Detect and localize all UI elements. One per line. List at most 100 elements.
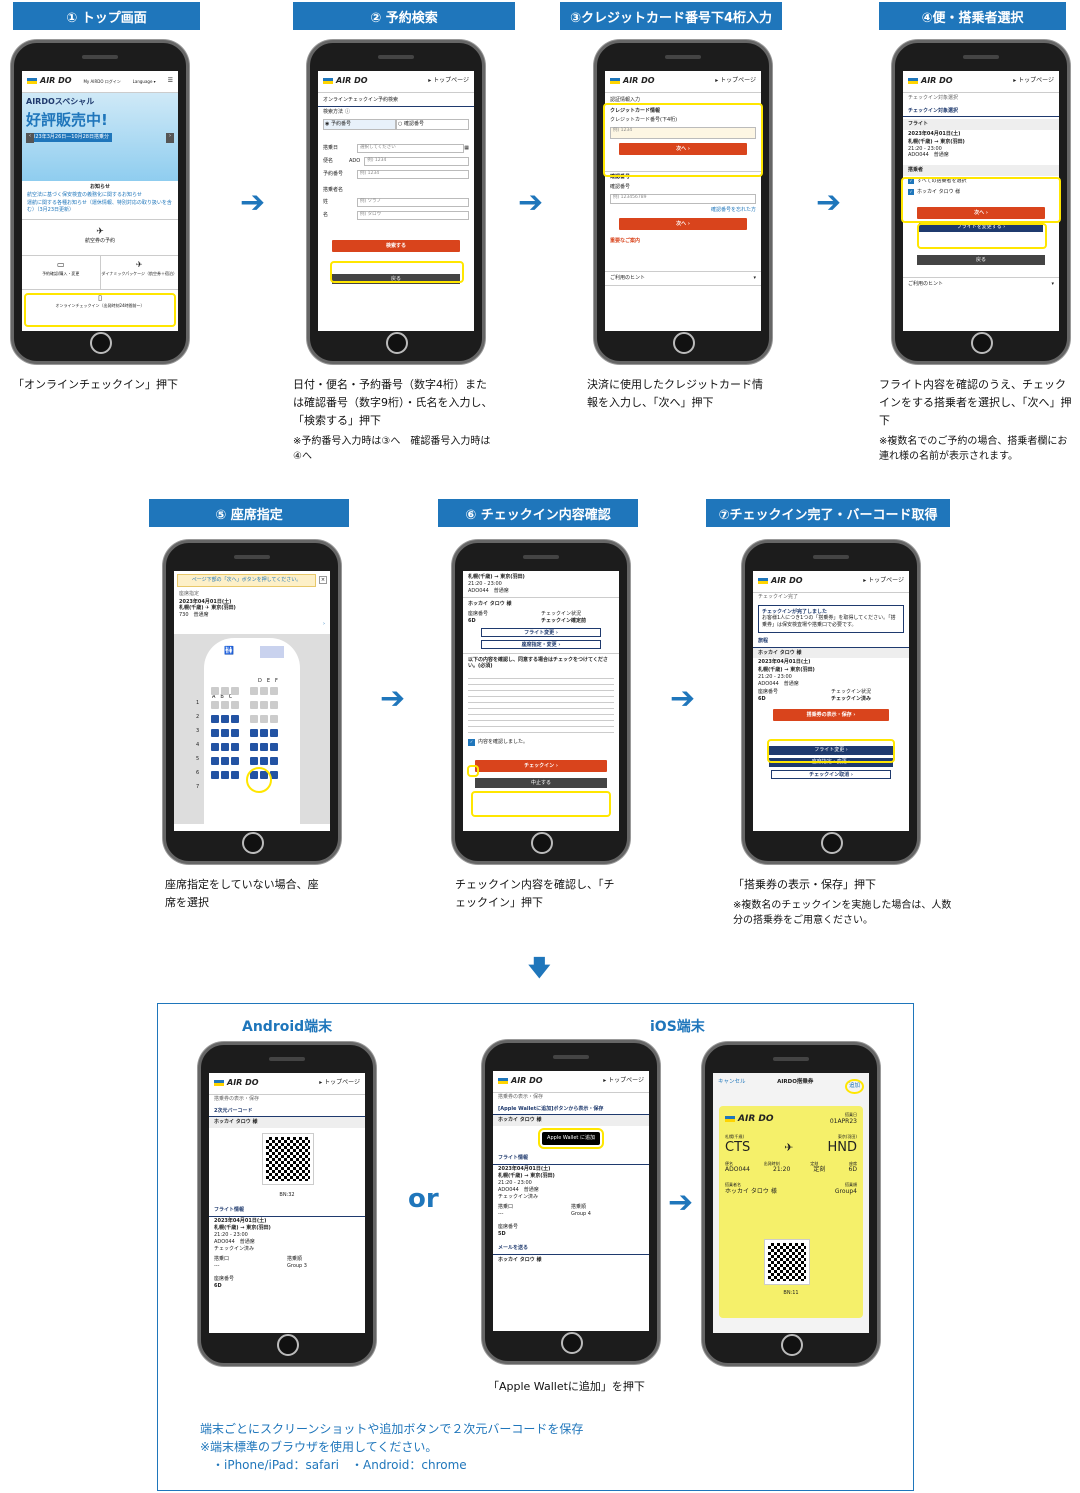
seat[interactable] bbox=[231, 728, 239, 737]
carousel-next-icon[interactable]: › bbox=[166, 132, 174, 143]
seat[interactable] bbox=[260, 728, 268, 737]
seat[interactable] bbox=[250, 756, 258, 765]
airdo-logo: AIR DO bbox=[214, 1078, 259, 1089]
seat[interactable] bbox=[211, 742, 219, 751]
cancel-button[interactable]: 中止する bbox=[475, 778, 607, 788]
plane-hotel-icon: ✈ bbox=[135, 259, 143, 269]
seat[interactable] bbox=[231, 770, 239, 779]
change-flight-button[interactable]: フライト変更 › bbox=[769, 745, 893, 755]
seat[interactable] bbox=[250, 742, 258, 751]
calendar-icon[interactable]: ▦ bbox=[464, 145, 469, 152]
reservation-number-input[interactable]: 例) 1234 bbox=[357, 170, 469, 180]
agree-checkbox[interactable]: ✓ bbox=[468, 739, 475, 746]
checkin-button[interactable]: チェックイン › bbox=[475, 760, 607, 772]
qr-code bbox=[764, 1239, 810, 1286]
online-checkin-button[interactable]: ▯オンラインチェックイン（出発時刻24時間前〜） bbox=[22, 288, 178, 319]
highlight-passenger bbox=[901, 177, 1061, 223]
forgot-confirmation-link[interactable]: 確認番号を忘れた方 bbox=[710, 206, 756, 213]
footer-text: 端末ごとにスクリーンショットや追加ボタンで２次元バーコードを保存 ※端末標準のブ… bbox=[200, 1422, 584, 1472]
seat[interactable] bbox=[231, 756, 239, 765]
airdo-logo: AIR DO bbox=[758, 576, 803, 587]
seat[interactable] bbox=[221, 756, 229, 765]
radio-confirmation[interactable]: ○ 確認番号 bbox=[396, 119, 469, 131]
passenger-checkbox[interactable]: ✓ bbox=[908, 188, 914, 195]
apple-wallet-button[interactable]: Apple Wallet に追加 bbox=[538, 1128, 604, 1149]
cancel-link[interactable]: キャンセル bbox=[718, 1079, 746, 1085]
seat[interactable] bbox=[211, 770, 219, 779]
top-page-link[interactable]: ▸ トップページ bbox=[715, 77, 756, 85]
credit-card-input[interactable]: 例) 1234 bbox=[610, 127, 756, 140]
change-flight-button[interactable]: フライトを変更する › bbox=[919, 223, 1043, 233]
seat[interactable] bbox=[221, 742, 229, 751]
phone-step3: AIR DO▸ トップページ 認証情報入力 クレジットカード情報 クレジットカー… bbox=[594, 40, 772, 364]
select-all-checkbox[interactable]: ✓ bbox=[908, 178, 914, 185]
carousel-prev-icon[interactable]: ‹ bbox=[26, 132, 34, 143]
change-flight-button[interactable]: フライト変更 › bbox=[481, 627, 601, 637]
top-page-link[interactable]: ▸ トップページ bbox=[603, 1077, 644, 1085]
hint-accordion[interactable]: ご利用のヒント▾ bbox=[903, 277, 1059, 291]
next-button[interactable]: 次へ › bbox=[917, 207, 1045, 220]
next-button-confirm[interactable]: 次へ › bbox=[619, 218, 747, 231]
hint-accordion[interactable]: ご利用のヒント▾ bbox=[605, 271, 761, 286]
seat[interactable] bbox=[211, 714, 219, 723]
close-icon[interactable]: × bbox=[319, 576, 327, 585]
next-button-card[interactable]: 次へ › bbox=[619, 143, 747, 156]
date-input[interactable]: 選択してください bbox=[357, 144, 465, 154]
book-ticket-button[interactable]: ✈航空券の予約 bbox=[22, 218, 178, 255]
seat[interactable] bbox=[211, 728, 219, 737]
back-button[interactable]: 戻る bbox=[332, 273, 460, 284]
manage-booking-button[interactable]: ▭予約確認/購入・変更 bbox=[22, 255, 101, 289]
desc-step4: フライト内容を確認のうえ、チェックインをする搭乗者を選択し、「次へ」押下 ※複数… bbox=[879, 378, 1072, 462]
top-page-link[interactable]: ▸ トップページ bbox=[1013, 77, 1054, 85]
search-button[interactable]: 検索する bbox=[332, 239, 460, 252]
back-button[interactable]: 戻る bbox=[917, 255, 1045, 266]
help-icon[interactable]: ⓘ bbox=[345, 108, 351, 115]
seat[interactable] bbox=[250, 728, 258, 737]
seat-row-number: 5 bbox=[196, 755, 200, 762]
top-page-link[interactable]: ▸ トップページ bbox=[319, 1079, 360, 1087]
seat[interactable] bbox=[270, 742, 278, 751]
top-page-link[interactable]: ▸ トップページ bbox=[863, 577, 904, 585]
flight-number-input[interactable]: 例) 1234 bbox=[364, 157, 469, 167]
arrow-right-icon: ➔ bbox=[240, 185, 266, 220]
seat[interactable] bbox=[270, 770, 278, 779]
news-link-1[interactable]: 航空法に基づく保安検査の義務化に関するお知らせ bbox=[27, 191, 142, 198]
cancel-checkin-button[interactable]: チェックイン取消 › bbox=[771, 769, 891, 779]
seat[interactable] bbox=[270, 756, 278, 765]
seat[interactable] bbox=[221, 728, 229, 737]
seat[interactable] bbox=[260, 756, 268, 765]
menu-icon[interactable]: ☰ bbox=[167, 77, 173, 85]
highlight-credit bbox=[603, 103, 763, 177]
plane-icon: ✈ bbox=[96, 226, 104, 237]
seat[interactable] bbox=[221, 770, 229, 779]
highlight-show-pass bbox=[767, 739, 895, 763]
show-boarding-pass-button[interactable]: 搭乗券の表示・保存 › bbox=[773, 708, 889, 721]
phone-step7: AIR DO▸ トップページ チェックイン完了 チェックインが完了しました お客… bbox=[742, 540, 920, 864]
seat-legend-link[interactable]: › bbox=[323, 620, 325, 627]
seat[interactable] bbox=[260, 742, 268, 751]
seat[interactable] bbox=[231, 742, 239, 751]
laptop-icon: ▭ bbox=[56, 259, 65, 269]
seat[interactable] bbox=[211, 756, 219, 765]
news-heading: お知らせ bbox=[90, 183, 110, 190]
top-page-link[interactable]: ▸ トップページ bbox=[428, 77, 469, 85]
seat-change-button[interactable]: 座席指定・変更 › bbox=[481, 639, 601, 649]
seat bbox=[231, 700, 239, 709]
highlight-seat bbox=[246, 767, 272, 793]
confirmation-number-input[interactable]: 例) 123456789 bbox=[610, 193, 756, 204]
desc-ios: 「Apple Walletに追加」を押下 bbox=[488, 1380, 645, 1393]
dynamic-package-button[interactable]: ✈ダイナミックパッケージ（航空券＋宿泊） bbox=[101, 259, 178, 276]
news-link-2[interactable]: 運航に関する各種お知らせ（運休情報、特別対応の取り扱いを含む）（3月23日更新） bbox=[27, 200, 172, 214]
promo-banner[interactable]: AIRDOスペシャル 好評販売中! 2023年3月26日—10月28日搭乗分 ‹… bbox=[22, 92, 178, 181]
seat bbox=[250, 700, 258, 709]
airdo-logo: AIR DO bbox=[610, 76, 655, 87]
last-name-input[interactable]: 例) ソラノ bbox=[357, 197, 469, 207]
seat bbox=[221, 686, 229, 695]
seat[interactable] bbox=[231, 714, 239, 723]
seat[interactable] bbox=[270, 728, 278, 737]
radio-reservation[interactable]: ◉ 予約番号 bbox=[323, 119, 396, 131]
add-wallet-link[interactable]: 追加 bbox=[844, 1079, 864, 1095]
first-name-input[interactable]: 例) タロウ bbox=[357, 210, 469, 220]
seat[interactable] bbox=[221, 714, 229, 723]
